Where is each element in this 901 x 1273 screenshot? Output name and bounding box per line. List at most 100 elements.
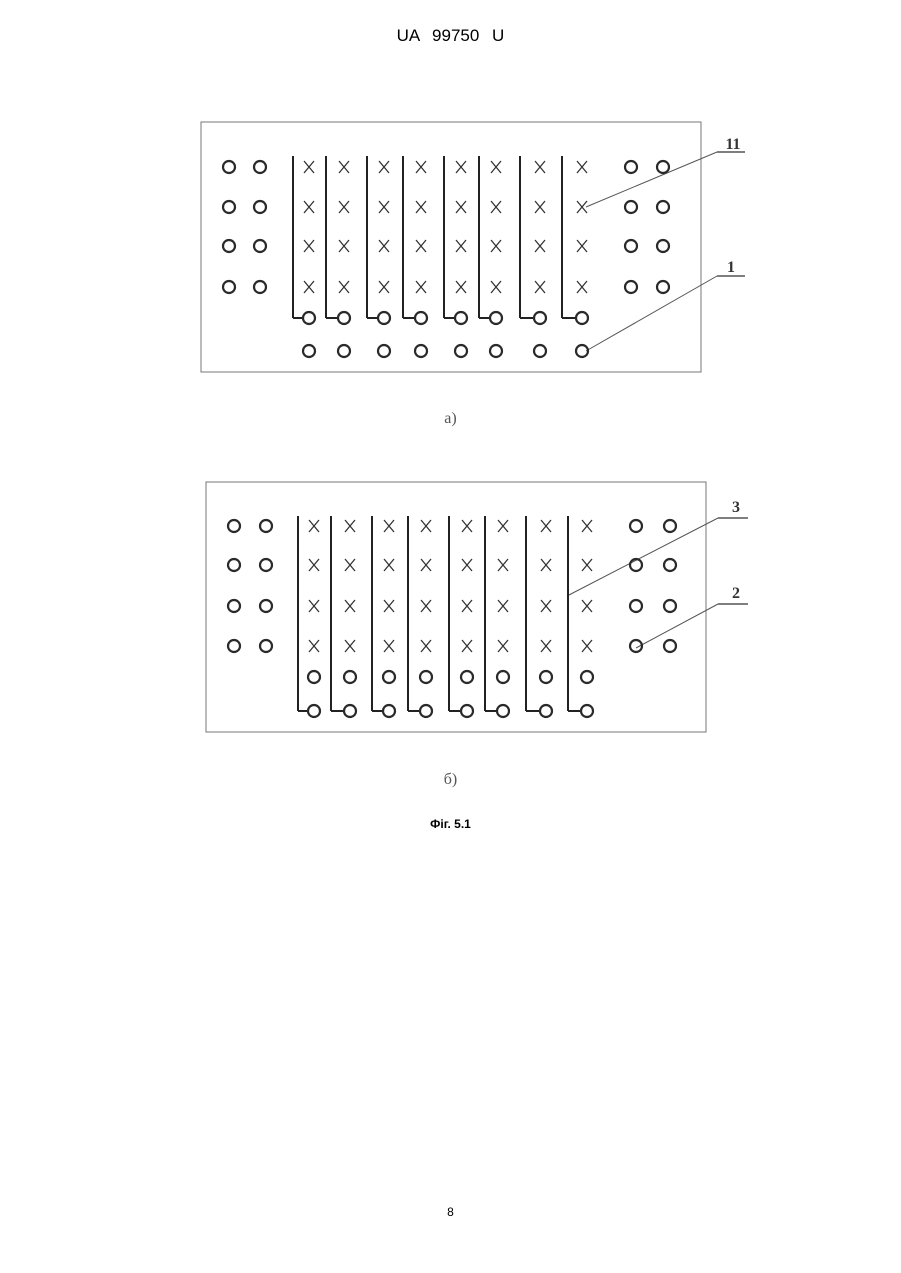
bottom-pin-circle (338, 345, 350, 357)
cross-mark (339, 240, 349, 252)
cross-mark (462, 520, 472, 532)
cross-mark (498, 559, 508, 571)
cross-mark (491, 281, 501, 293)
cross-mark (577, 240, 587, 252)
side-pin-circle (254, 240, 266, 252)
cross-mark (309, 559, 319, 571)
cross-mark (582, 559, 592, 571)
foot-pin-circle (378, 312, 390, 324)
cross-mark (577, 201, 587, 213)
cross-mark (339, 161, 349, 173)
callout-label-2: 2 (732, 585, 740, 602)
cross-mark (384, 559, 394, 571)
cross-mark (379, 201, 389, 213)
inner-pin-circle (461, 671, 473, 683)
foot-pin-circle (490, 312, 502, 324)
cross-mark (462, 600, 472, 612)
bottom-pin-circle (534, 345, 546, 357)
cross-mark (384, 520, 394, 532)
side-pin-circle (223, 240, 235, 252)
cross-mark (456, 281, 466, 293)
figure-a-caption: а) (0, 410, 901, 428)
cross-mark (541, 600, 551, 612)
side-pin-circle (260, 640, 272, 652)
figure-caption: Фіг. 5.1 (0, 817, 901, 831)
cross-mark (304, 281, 314, 293)
cross-mark (535, 201, 545, 213)
side-pin-circle (228, 559, 240, 571)
cross-mark (456, 161, 466, 173)
cross-mark (339, 281, 349, 293)
side-pin-circle (657, 281, 669, 293)
page-number: 8 (0, 1205, 901, 1219)
cross-mark (384, 640, 394, 652)
cross-mark (582, 640, 592, 652)
foot-pin-circle (344, 705, 356, 717)
side-pin-circle (657, 201, 669, 213)
side-pin-circle (223, 161, 235, 173)
cross-mark (416, 201, 426, 213)
leader-line-1 (586, 276, 717, 351)
side-pin-circle (625, 281, 637, 293)
cross-mark (379, 161, 389, 173)
side-pin-circle (664, 640, 676, 652)
side-pin-circle (260, 520, 272, 532)
cross-mark (421, 640, 431, 652)
side-pin-circle (228, 600, 240, 612)
cross-mark (416, 240, 426, 252)
side-pin-circle (625, 161, 637, 173)
side-pin-circle (657, 240, 669, 252)
cross-mark (421, 600, 431, 612)
cross-mark (498, 640, 508, 652)
cross-mark (304, 201, 314, 213)
foot-pin-circle (415, 312, 427, 324)
foot-pin-circle (497, 705, 509, 717)
inner-pin-circle (344, 671, 356, 683)
cross-mark (379, 240, 389, 252)
figure-b-caption: б) (0, 771, 901, 789)
foot-pin-circle (576, 312, 588, 324)
cross-mark (577, 281, 587, 293)
cross-mark (345, 600, 355, 612)
side-pin-circle (223, 201, 235, 213)
cross-mark (456, 201, 466, 213)
inner-pin-circle (383, 671, 395, 683)
side-pin-circle (657, 161, 669, 173)
inner-pin-circle (540, 671, 552, 683)
bottom-pin-circle (455, 345, 467, 357)
cross-mark (462, 559, 472, 571)
foot-pin-circle (383, 705, 395, 717)
cross-mark (345, 520, 355, 532)
side-pin-circle (625, 201, 637, 213)
cross-mark (541, 559, 551, 571)
side-pin-circle (254, 281, 266, 293)
bottom-pin-circle (415, 345, 427, 357)
inner-pin-circle (308, 671, 320, 683)
cross-mark (339, 201, 349, 213)
cross-mark (304, 240, 314, 252)
cross-mark (304, 161, 314, 173)
side-pin-circle (664, 600, 676, 612)
side-pin-circle (664, 520, 676, 532)
foot-pin-circle (455, 312, 467, 324)
cross-mark (498, 600, 508, 612)
cross-mark (384, 600, 394, 612)
bottom-pin-circle (378, 345, 390, 357)
cross-mark (416, 161, 426, 173)
inner-pin-circle (420, 671, 432, 683)
cross-mark (535, 161, 545, 173)
cross-mark (309, 520, 319, 532)
foot-pin-circle (581, 705, 593, 717)
side-pin-circle (254, 161, 266, 173)
callout-label-1: 1 (727, 259, 735, 276)
cross-mark (498, 520, 508, 532)
cross-mark (345, 559, 355, 571)
cross-mark (379, 281, 389, 293)
figure-a-diagram: 11 1 (201, 122, 745, 372)
side-pin-circle (260, 600, 272, 612)
side-pin-circle (630, 600, 642, 612)
foot-pin-circle (420, 705, 432, 717)
cross-mark (491, 161, 501, 173)
inner-pin-circle (497, 671, 509, 683)
